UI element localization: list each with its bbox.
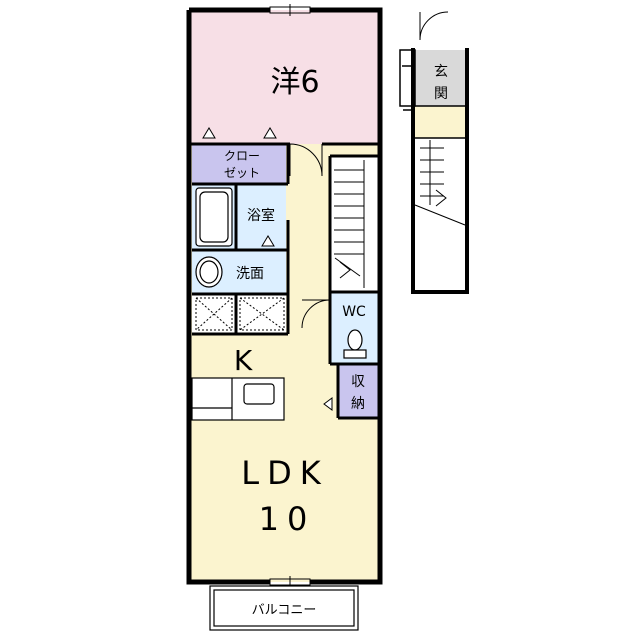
interior-walls [189, 142, 378, 420]
storage-label-line2: 納 [351, 396, 365, 412]
bathroom-label: 浴室 [247, 207, 275, 224]
washroom-label: 洗面 [236, 266, 264, 282]
balcony-label: バルコニー [252, 603, 317, 618]
kitchen-counter-icon [191, 377, 285, 421]
closet-marks [202, 127, 333, 411]
stair-landing-area [415, 106, 465, 138]
storage-area [338, 364, 378, 418]
wc-label: WC [342, 304, 366, 320]
entrance-label-line2: 関 [434, 86, 448, 102]
ldk-label-line2: 10 [259, 500, 316, 538]
doors [289, 11, 449, 329]
balcony [209, 585, 359, 631]
washbasin-icon [195, 256, 223, 288]
kitchen-label: K [234, 344, 253, 377]
western-room-label: 洋6 [270, 65, 319, 100]
ldk-label-line1: LDK [241, 454, 328, 492]
closet-label-line2: ゼット [224, 166, 260, 180]
toilet-icon [343, 329, 367, 359]
closet-label-line1: クロー [224, 149, 260, 163]
main-stair-icon [334, 160, 365, 288]
bathtub-icon [195, 187, 233, 247]
entrance-area [415, 50, 465, 106]
closet-area [192, 144, 286, 184]
annex-inner [399, 49, 465, 139]
annex-walls [411, 48, 469, 294]
annex-stair-icon [414, 140, 466, 226]
laundry-area [192, 294, 286, 334]
western-room-area [189, 10, 378, 144]
outer-walls [186, 7, 383, 585]
laundry-box-icon [195, 297, 285, 331]
stair-area [330, 156, 378, 292]
lower-stair-area [415, 138, 465, 290]
storage-label-line1: 収 [351, 374, 365, 390]
top-window [269, 4, 311, 16]
entrance-label-line1: 玄 [434, 63, 448, 80]
